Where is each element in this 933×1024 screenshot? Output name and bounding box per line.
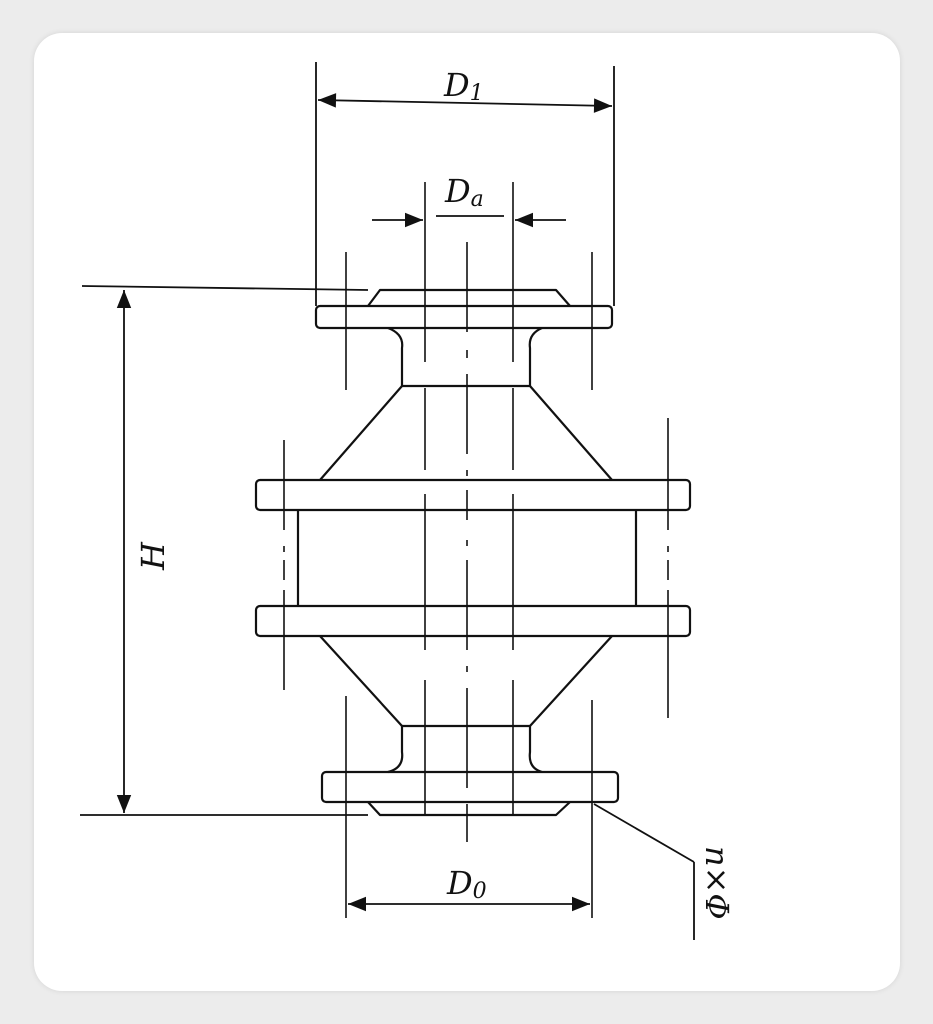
bottom-flange-raised-face <box>367 801 571 817</box>
lower-large-flange <box>254 604 692 638</box>
top-flange-plate <box>314 304 614 330</box>
upper-large-flange <box>254 478 692 512</box>
bottom-cone <box>319 635 613 727</box>
top-flange <box>314 288 614 388</box>
h-dimension <box>80 285 369 816</box>
middle-section <box>254 478 692 638</box>
d0-label: D0 <box>446 864 487 904</box>
d1-label: D1 <box>443 66 484 106</box>
h-label: H <box>134 541 172 571</box>
da-label: Da <box>444 172 484 212</box>
top-flange-raised-face <box>367 288 571 307</box>
bore-lines <box>424 182 514 815</box>
bolt-centerlines <box>283 252 669 918</box>
bottom-flange <box>320 724 620 817</box>
bolt-callout-label: n×Φ <box>698 846 736 920</box>
bottom-neck <box>387 724 543 774</box>
da-dimension <box>372 212 566 228</box>
top-neck <box>387 326 543 388</box>
d1-dimension <box>315 62 615 306</box>
bottom-flange-plate <box>320 770 620 804</box>
top-cone <box>319 385 613 481</box>
bolt-callout-leader <box>593 803 695 940</box>
